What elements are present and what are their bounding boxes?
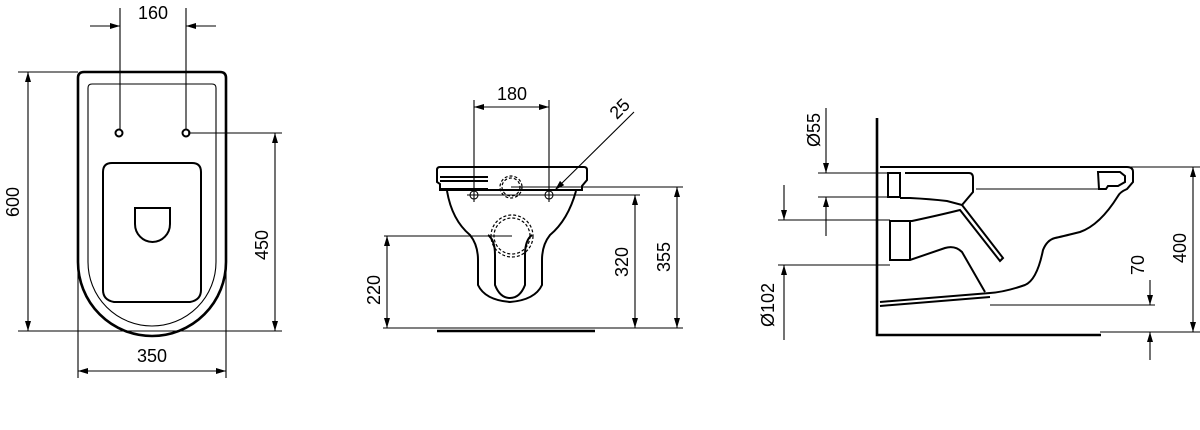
bowl-side-outline xyxy=(879,166,1134,303)
bowl-opening xyxy=(134,207,171,243)
dim-label-220: 220 xyxy=(364,275,384,305)
dim-label-320: 320 xyxy=(612,247,632,277)
leader-25 xyxy=(554,111,635,191)
rim-outline xyxy=(436,166,588,191)
side-view: Ø55 Ø102 70 400 xyxy=(758,108,1200,360)
dim-label-600: 600 xyxy=(3,187,23,217)
toilet-outline-top xyxy=(76,70,228,338)
lid-outline xyxy=(102,162,202,303)
top-view: 160 600 450 350 xyxy=(3,3,282,378)
dim-label-160: 160 xyxy=(138,3,168,23)
dim-label-180: 180 xyxy=(497,84,527,104)
wall-and-floor xyxy=(875,118,1101,337)
dim-label-25: 25 xyxy=(606,95,634,123)
bowl-front-outline xyxy=(446,190,577,304)
seat-outline xyxy=(87,83,217,327)
dim-label-o102: Ø102 xyxy=(758,283,778,327)
inlet-channel xyxy=(887,172,974,207)
dim-label-350: 350 xyxy=(137,346,167,366)
fixing-hole-left xyxy=(114,128,124,138)
front-view: 180 25 220 320 355 xyxy=(364,84,683,333)
dim-label-o55: Ø55 xyxy=(804,113,824,147)
dim-label-450: 450 xyxy=(252,230,272,260)
dim-label-400: 400 xyxy=(1170,233,1190,263)
dim-label-355: 355 xyxy=(654,242,674,272)
dim-label-70: 70 xyxy=(1128,255,1148,275)
